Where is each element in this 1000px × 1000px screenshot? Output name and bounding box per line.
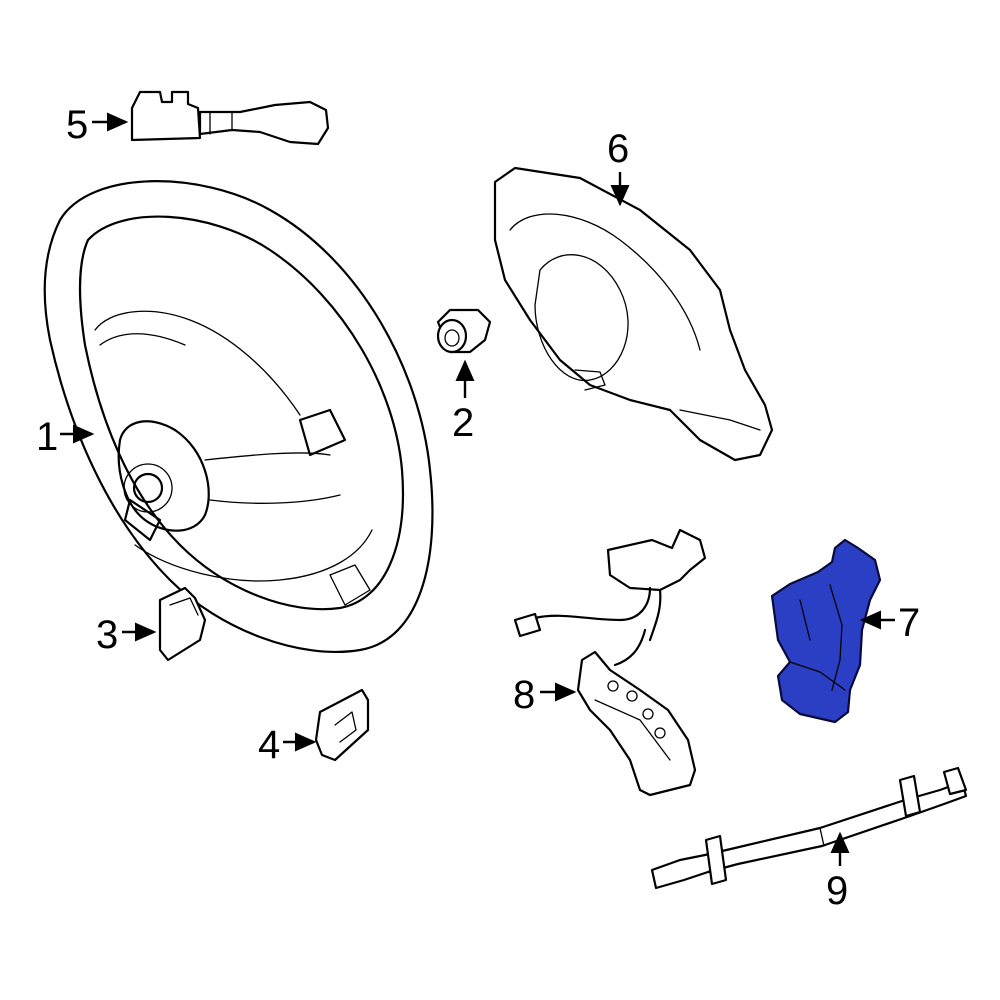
callout-6: 6 (607, 127, 630, 207)
airbag-part-6[interactable] (493, 166, 774, 462)
steering-wheel-part-1[interactable] (43, 180, 434, 654)
cover-part-3[interactable] (158, 586, 207, 662)
switch-part-5[interactable] (130, 90, 330, 146)
callout-4: 4 (258, 723, 317, 767)
svg-text:9: 9 (826, 869, 848, 913)
svg-text:1: 1 (36, 415, 58, 459)
callout-8: 8 (513, 673, 577, 717)
callout-3: 3 (96, 613, 157, 657)
wire-harness-part-9[interactable] (650, 766, 968, 890)
callout-2: 2 (452, 359, 475, 445)
svg-text:2: 2 (452, 401, 474, 445)
svg-text:5: 5 (66, 103, 88, 147)
cover-part-4[interactable] (314, 688, 370, 762)
callout-9: 9 (826, 831, 850, 913)
svg-text:6: 6 (607, 127, 629, 171)
switch-part-7-highlighted[interactable] (770, 538, 882, 724)
svg-text:3: 3 (96, 613, 118, 657)
svg-text:8: 8 (513, 673, 535, 717)
nut-part-2[interactable] (436, 308, 492, 354)
svg-text:7: 7 (898, 601, 920, 645)
callout-5: 5 (66, 103, 129, 147)
switch-harness-part-8[interactable] (513, 528, 707, 797)
callout-7: 7 (859, 601, 920, 645)
svg-text:4: 4 (258, 723, 280, 767)
callout-1: 1 (36, 415, 95, 459)
